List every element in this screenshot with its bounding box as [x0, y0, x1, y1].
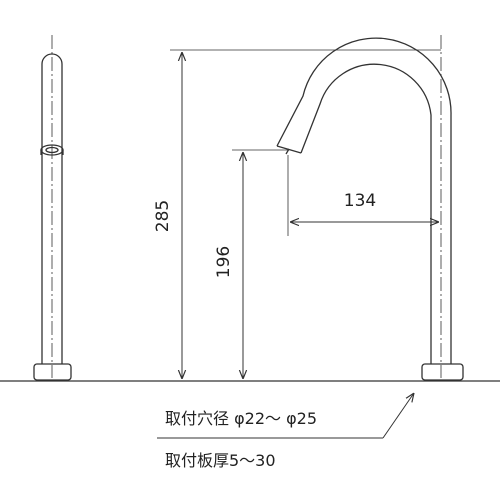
side-view-base — [33, 363, 72, 381]
front-view-base — [421, 363, 464, 381]
spout-inner — [300, 63, 432, 364]
spout-outer — [276, 37, 452, 364]
side-view-body — [41, 53, 63, 364]
side-view — [33, 35, 72, 381]
dim-134-label: 134 — [344, 191, 376, 211]
counter-thickness-note: 取付板厚5～30 — [165, 451, 276, 470]
dim-196-label: 196 — [214, 246, 234, 278]
mounting-hole-note: 取付穴径 φ22～ φ25 — [165, 409, 317, 428]
front-view — [276, 35, 464, 381]
dim-285-label: 285 — [153, 200, 173, 232]
dimension-lines — [157, 49, 441, 439]
